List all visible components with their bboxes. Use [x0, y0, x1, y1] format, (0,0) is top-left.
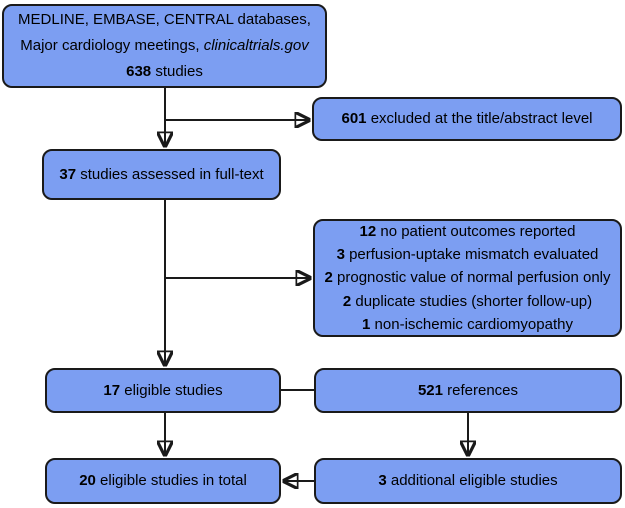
- reason-line: 1 non-ischemic cardiomyopathy: [362, 313, 573, 336]
- total-line: 20 eligible studies in total: [79, 469, 247, 492]
- sources-count: 638: [126, 63, 152, 81]
- box-exclusion-reasons: 12 no patient outcomes reported 3 perfus…: [313, 219, 622, 337]
- fulltext-count: 37: [59, 165, 77, 183]
- total-label: eligible studies in total: [95, 472, 247, 490]
- excluded-label: excluded at the title/abstract level: [366, 110, 593, 128]
- additional-line: 3 additional eligible studies: [378, 469, 557, 492]
- box-total-eligible: 20 eligible studies in total: [45, 458, 281, 504]
- reason-label: perfusion-uptake mismatch evaluated: [344, 246, 599, 264]
- box-eligible-studies: 17 eligible studies: [45, 368, 281, 413]
- excluded-line: 601 excluded at the title/abstract level: [342, 107, 593, 130]
- box-additional-eligible: 3 additional eligible studies: [314, 458, 622, 504]
- reason-count: 3: [336, 246, 345, 264]
- reason-count: 12: [359, 223, 377, 241]
- sources-count-label: studies: [151, 63, 203, 81]
- total-count: 20: [79, 472, 96, 490]
- box-fulltext-assessed: 37 studies assessed in full-text: [42, 149, 281, 200]
- sources-line-2-registry: clinicaltrials.gov: [203, 36, 309, 54]
- eligible-count: 17: [103, 381, 121, 399]
- box-excluded-title-abstract: 601 excluded at the title/abstract level: [312, 97, 622, 141]
- reason-count: 2: [324, 269, 333, 287]
- eligible-line: 17 eligible studies: [103, 379, 222, 402]
- reason-label: non-ischemic cardiomyopathy: [370, 315, 573, 333]
- reason-label: duplicate studies (shorter follow-up): [351, 292, 593, 310]
- additional-count: 3: [378, 472, 387, 490]
- additional-label: additional eligible studies: [386, 472, 558, 490]
- box-search-sources: MEDLINE, EMBASE, CENTRAL databases, Majo…: [2, 4, 327, 88]
- eligible-label: eligible studies: [120, 381, 223, 399]
- reason-line: 12 no patient outcomes reported: [360, 220, 576, 243]
- sources-line-2-text: Major cardiology meetings,: [20, 36, 204, 54]
- fulltext-label: studies assessed in full-text: [76, 165, 264, 183]
- box-references: 521 references: [314, 368, 622, 413]
- sources-line-2: Major cardiology meetings, clinicaltrial…: [20, 33, 308, 59]
- reason-label: no patient outcomes reported: [376, 223, 576, 241]
- fulltext-line: 37 studies assessed in full-text: [59, 163, 263, 186]
- reason-line: 2 prognostic value of normal perfusion o…: [325, 266, 611, 289]
- reason-count: 2: [342, 292, 352, 310]
- reason-line: 3 perfusion-uptake mismatch evaluated: [337, 243, 599, 266]
- sources-count-line: 638 studies: [126, 59, 203, 85]
- excluded-count: 601: [341, 110, 367, 128]
- reason-count: 1: [362, 315, 371, 333]
- reason-line: 2 duplicate studies (shorter follow-up): [343, 290, 592, 313]
- references-label: references: [442, 381, 519, 399]
- references-count: 521: [417, 381, 443, 399]
- reason-label: prognostic value of normal perfusion onl…: [332, 269, 611, 287]
- sources-line-1: MEDLINE, EMBASE, CENTRAL databases,: [18, 10, 311, 28]
- references-line: 521 references: [418, 379, 518, 402]
